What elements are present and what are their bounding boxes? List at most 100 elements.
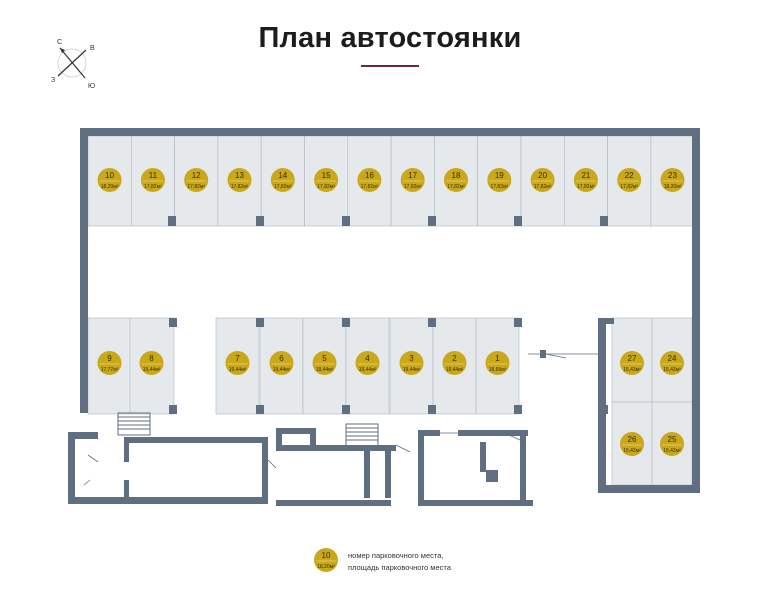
column [169, 318, 177, 327]
wall-stair-left-side [276, 428, 282, 448]
spot-area: 18,20м² [101, 184, 119, 190]
spot-number: 12 [192, 171, 201, 180]
badge-circle [620, 432, 644, 456]
badge-circle [660, 168, 685, 192]
spot-badge-17: 17 17,82м² [400, 168, 425, 192]
column [600, 216, 608, 226]
wall-right-block-top [598, 318, 614, 324]
column [428, 318, 436, 327]
compass-west-label: З [51, 77, 55, 84]
badge-circle [400, 168, 425, 192]
wall-left [80, 128, 88, 413]
spot-area: 17,77м² [101, 367, 119, 373]
spot-number: 11 [149, 171, 158, 180]
wall-lower-left-top [68, 432, 98, 439]
spot-number: 1 [495, 354, 500, 363]
wall-lower-left-side [68, 432, 75, 504]
spot-number: 24 [668, 354, 677, 363]
wall-lower-mid-top [276, 445, 396, 451]
spot-area: 18,20м² [664, 184, 682, 190]
spot-badge-5: 519,44м² [312, 351, 337, 375]
spot-badge-8: 819,44м² [139, 351, 164, 375]
spot-badge-18: 18 17,82м² [444, 168, 468, 192]
spot-area: 17,82м² [231, 184, 249, 190]
compass-south-label: Ю [88, 83, 95, 90]
spot-area: 15,43м² [663, 367, 681, 373]
badge-circle [620, 351, 644, 375]
badge-circle [399, 351, 424, 375]
column [342, 318, 350, 327]
spot-area: 15,43м² [663, 448, 681, 454]
spot-area: 17,82м² [534, 184, 552, 190]
wall-lower-mid-right [418, 430, 440, 436]
wall-right [692, 128, 700, 493]
spot-badge-15: 15 17,82м² [314, 168, 339, 192]
badge-circle [357, 168, 382, 192]
spot-badge-24: 24 15,43м² [660, 351, 684, 375]
badge-circle [312, 351, 337, 375]
spot-area: 19,44м² [316, 367, 334, 373]
spot-area: 17,82м² [490, 184, 508, 190]
spot-area: 17,82м² [274, 184, 292, 190]
compass-east-label: В [90, 45, 95, 52]
spot-area: 17,82м² [144, 184, 162, 190]
wall-shaft [385, 448, 391, 498]
spot-number: 21 [581, 171, 590, 180]
spot-number: 22 [625, 171, 634, 180]
spot-area: 19,44м² [446, 367, 464, 373]
spot-number: 18 [452, 171, 461, 180]
column [256, 405, 264, 414]
spot-number: 7 [235, 354, 240, 363]
column [342, 405, 350, 414]
legend-number: 10 [322, 551, 331, 560]
stairs [117, 412, 379, 447]
wall-room-top [124, 437, 264, 443]
badge-circle [139, 351, 164, 375]
spot-badge-7: 719,44м² [225, 351, 250, 375]
spot-area: 15,43м² [623, 448, 641, 454]
spot-number: 20 [538, 171, 547, 180]
wall-room-side [262, 437, 268, 504]
wall-lower-mid-side [310, 428, 316, 448]
spot-area: 18,69м² [489, 367, 507, 373]
badge-circle [97, 168, 122, 192]
wall-room-divider [124, 480, 129, 500]
badge-circle [314, 168, 339, 192]
spot-number: 3 [409, 354, 414, 363]
wall-lower-mid-right-side [418, 430, 424, 506]
spot-area: 17,82м² [447, 184, 465, 190]
badge-circle [530, 168, 555, 192]
spot-badge-9: 9 17,77м² [97, 351, 122, 375]
spot-badge-20: 20 17,82м² [530, 168, 555, 192]
spot-number: 17 [408, 171, 417, 180]
wall-lower-left-bottom [68, 497, 268, 504]
spot-number: 25 [668, 435, 677, 444]
column [256, 216, 264, 226]
spot-badge-6: 619,44м² [269, 351, 294, 375]
spot-area: 17,82м² [317, 184, 335, 190]
badge-circle [485, 351, 510, 375]
wall-lower-mid-right-bottom [418, 500, 533, 506]
badge-circle [487, 168, 512, 192]
spot-area: 17,82м² [577, 184, 595, 190]
spot-area: 17,82м² [404, 184, 422, 190]
spot-number: 9 [107, 354, 112, 363]
wall-stair-left [276, 428, 316, 434]
building-walls [68, 128, 700, 506]
spot-badges: 1018,20м²1117,82м²1217,82м²1317,82м²1417… [97, 168, 685, 456]
badge-circle [270, 168, 295, 192]
wall-shaft [364, 448, 370, 498]
spot-area: 19,44м² [143, 367, 161, 373]
wall-top [80, 128, 700, 136]
badge-circle [227, 168, 252, 192]
spot-number: 15 [322, 171, 331, 180]
wall-lower-right-top [458, 430, 528, 436]
